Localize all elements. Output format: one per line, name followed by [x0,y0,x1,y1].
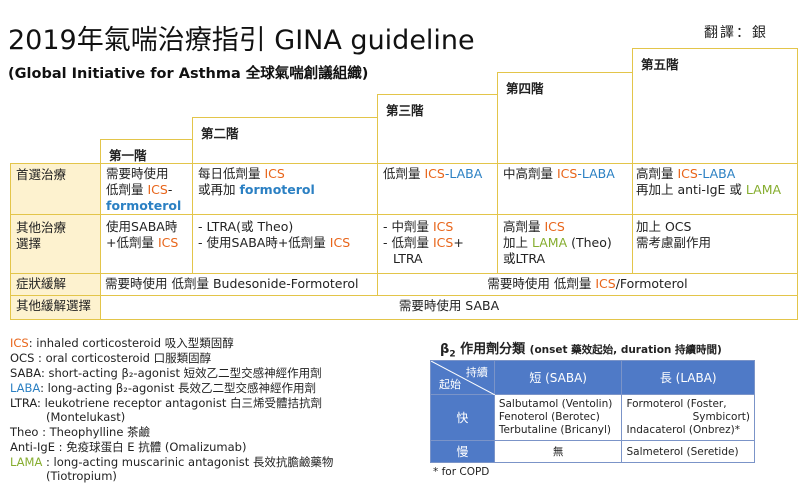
row-fast-header: 快 [430,394,495,441]
translator-credit: 翻譯：銀 [704,25,768,41]
legend-theo: Theo : Theophylline 茶鹼 [10,425,151,439]
preferred-step4: 中高劑量 ICS-LABA [503,166,615,181]
reliever-left: 需要時使用 低劑量 Budesonide-Formoterol [105,276,359,291]
legend-lama: LAMA : long-acting muscarinic antagonist… [10,455,334,469]
step2-header: 第二階 [192,117,378,163]
footnote: * for COPD [433,466,490,478]
fast-long-cell: Formoterol (Foster, Symbicort) Indacater… [621,394,755,441]
legend-ltra: LTRA: leukotriene receptor antagonist 白三… [10,396,322,410]
step3-header: 第三階 [377,94,498,163]
preferred-step5: 高劑量 ICS-LABA 再加上 anti-IgE 或 LAMA [636,166,782,197]
corner-cell: 持續 起始 [430,360,495,395]
row-label-preferred: 首選治療 [10,163,100,214]
step5-header: 第五階 [632,48,798,163]
legend-montelukast: (Montelukast) [46,410,126,424]
legend-ocs: OCS : oral corticosteroid 口服類固醇 [10,351,212,365]
step1-header: 第一階 [100,139,193,163]
row-label-other-reliever: 其他緩解選擇 [10,295,100,319]
preferred-step1: 需要時使用 低劑量 ICS- formoterol [106,166,182,213]
preferred-step3: 低劑量 ICS-LABA [383,166,483,181]
page-subtitle: (Global Initiative for Asthma 全球氣喘創議組織) [8,66,369,82]
col-long-header: 長 (LABA) [621,360,755,395]
slow-long-cell: Salmeterol (Seretide) [621,440,755,463]
step4-header: 第四階 [497,72,633,163]
other-step3: - 中劑量 ICS - 低劑量 ICS+ LTRA [383,219,464,266]
col-short-header: 短 (SABA) [493,360,623,395]
page-title: 2019年氣喘治療指引 GINA guideline [8,25,475,56]
fast-short-cell: Salbutamol (Ventolin) Fenoterol (Berotec… [493,394,623,441]
row-label-other: 其他治療 選擇 [10,214,100,273]
beta-table-title: β2 作用劑分類 (onset 藥效起始, duration 持續時間) [440,342,722,360]
other-step4: 高劑量 ICS 加上 LAMA (Theo) 或LTRA [503,219,612,266]
reliever-right: 需要時使用 低劑量 ICS/Formoterol [487,276,688,291]
other-step2: - LTRA(或 Theo) - 使用SABA時+低劑量 ICS [198,219,351,250]
beta-agonist-table: 持續 起始 短 (SABA) 長 (LABA) 快 Salbutamol (Ve… [430,360,755,463]
legend-anti-ige: Anti-IgE : 免疫球蛋白 E 抗體 (Omalizumab) [10,440,247,454]
legend-saba: SABA: short-acting β₂-agonist 短效乙二型交感神經作… [10,366,322,380]
legend-ics: ICS: inhaled corticosteroid 吸入型類固醇 [10,336,234,350]
legend-tiotropium: (Tiotropium) [46,469,117,483]
preferred-step2: 每日低劑量 ICS 或再加 formoterol [198,166,315,197]
legend-laba: LABA: long-acting β₂-agonist 長效乙二型交感神經作用… [10,381,317,395]
row-slow-header: 慢 [430,440,495,463]
row-label-reliever: 症狀緩解 [10,273,100,295]
other-step1: 使用SABA時 +低劑量 ICS [106,219,179,250]
slow-short-cell: 無 [493,440,623,463]
other-reliever-value: 需要時使用 SABA [398,298,500,313]
other-step5: 加上 OCS 需考慮副作用 [636,219,712,250]
